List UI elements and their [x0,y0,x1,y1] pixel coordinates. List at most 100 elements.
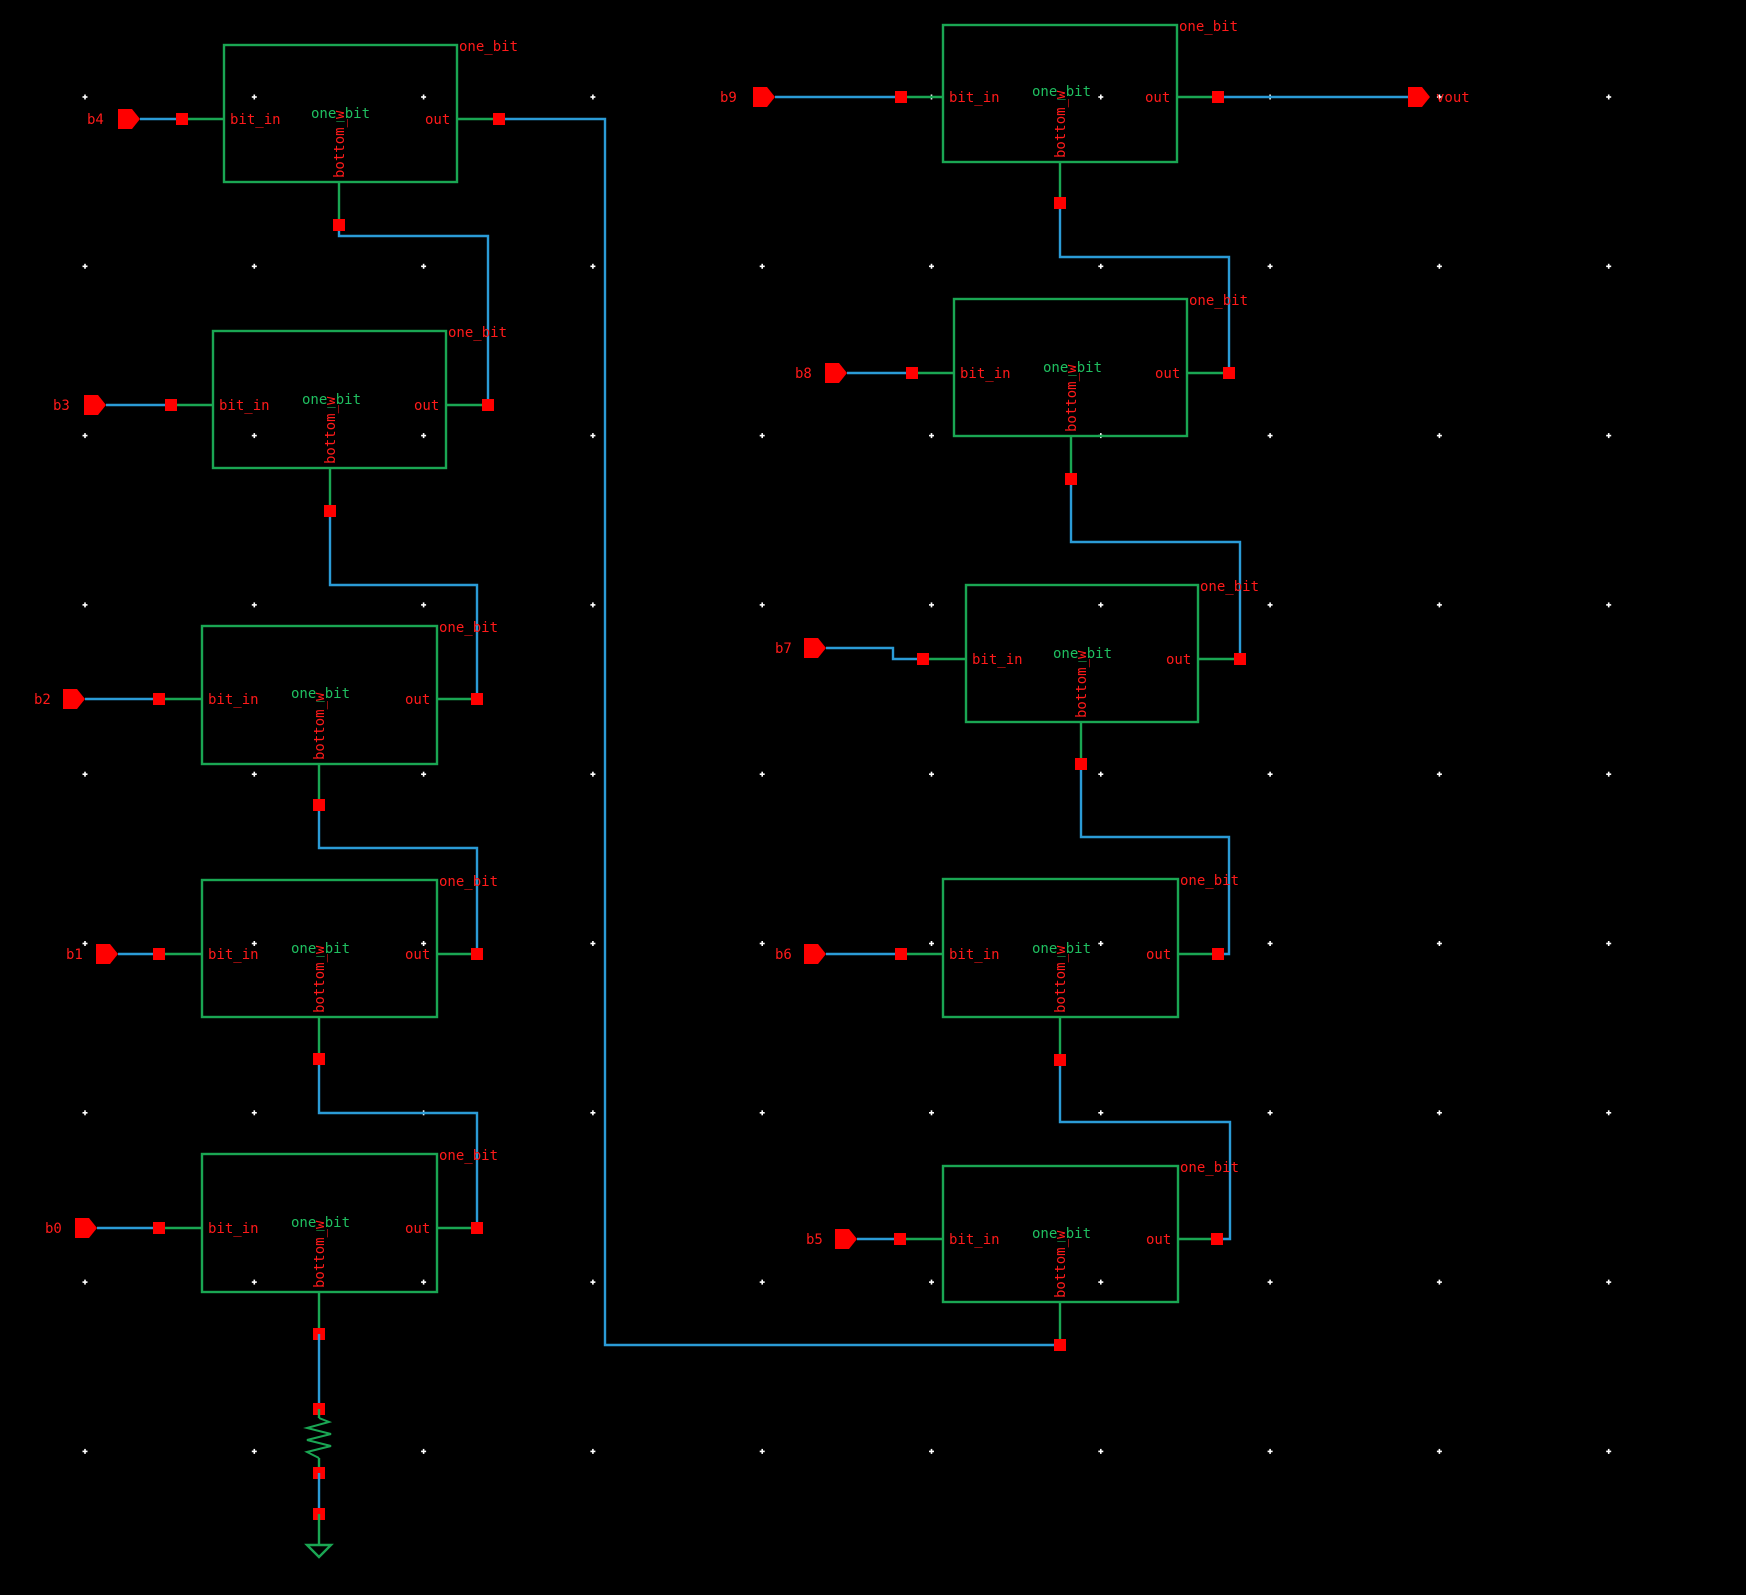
net-node[interactable] [165,399,177,411]
instance-symbol-label: one_bit [302,392,361,408]
net-node[interactable] [471,1222,483,1234]
output-pin-vout[interactable]: vout [1408,87,1470,107]
grid-dot [421,941,427,946]
input-pin-icon[interactable] [96,944,118,964]
grid-dot [1436,94,1442,100]
input-pin-b5[interactable]: b5 [806,1229,857,1249]
grid-dot [1436,602,1442,608]
net-node[interactable] [1212,948,1224,960]
wire[interactable] [499,117,1060,1347]
wire[interactable] [328,511,479,699]
wire[interactable] [1058,203,1231,373]
net-node[interactable] [895,91,907,103]
wire[interactable] [1079,764,1231,956]
input-pin-b6[interactable]: b6 [775,944,826,964]
instance-cell-label: one_bit [1179,19,1238,35]
instance-body[interactable] [222,43,459,184]
input-pin-icon[interactable] [753,87,775,107]
input-pin-icon[interactable] [835,1229,857,1249]
grid-dot [1098,941,1104,946]
net-node[interactable] [895,948,907,960]
input-pin-label: b0 [45,1221,62,1237]
input-pin-icon[interactable] [118,109,140,129]
net-node[interactable] [176,113,188,125]
pin-label-bit-in: bit_in [208,692,259,708]
wire[interactable] [826,646,923,661]
net-node[interactable] [1223,367,1235,379]
net-node[interactable] [1065,473,1077,485]
wire[interactable] [317,1059,479,1228]
net-node[interactable] [493,113,505,125]
input-pin-icon[interactable] [75,1218,97,1238]
pin-label-bottom: bottom_w [1053,1230,1069,1298]
net-node[interactable] [917,653,929,665]
grid-dot [421,1279,427,1285]
input-pin-icon[interactable] [804,944,826,964]
net-node[interactable] [153,693,165,705]
grid-dot [929,1448,934,1454]
grid-dot [929,771,934,777]
net-node[interactable] [313,799,325,811]
input-pin-b7[interactable]: b7 [775,638,826,658]
net-node[interactable] [324,505,336,517]
net-node[interactable] [906,367,918,379]
input-pin-b4[interactable]: b4 [87,109,140,129]
input-pin-b2[interactable]: b2 [34,689,85,709]
net-node[interactable] [333,219,345,231]
instance-symbol-label: one_bit [291,941,350,957]
instance-cell-label: one_bit [459,39,518,55]
net-node[interactable] [1212,91,1224,103]
pin-label-out: out [1146,1232,1171,1248]
net-node[interactable] [1075,758,1087,770]
net-node[interactable] [1054,197,1066,209]
input-pin-b1[interactable]: b1 [66,944,118,964]
net-node[interactable] [1054,1339,1066,1351]
net-node[interactable] [313,1053,325,1065]
input-pin-b0[interactable]: b0 [45,1218,97,1238]
grid-dot [82,602,88,608]
grid-dot [1606,602,1612,608]
input-pin-icon[interactable] [84,395,106,415]
grid-dot [759,1110,765,1116]
net-node[interactable] [153,1222,165,1234]
wire[interactable] [1058,1060,1232,1241]
input-pin-b9[interactable]: b9 [720,87,775,107]
net-node[interactable] [1211,1233,1223,1245]
net-node[interactable] [1054,1054,1066,1066]
input-pin-icon[interactable] [825,363,847,383]
input-pin-b3[interactable]: b3 [53,395,106,415]
net-node[interactable] [471,948,483,960]
grid-dot [421,771,427,777]
grid-dot [251,263,257,269]
grid-dot [1267,263,1273,269]
wire[interactable] [317,805,479,954]
grid-dot [929,1279,934,1285]
net-node[interactable] [1234,653,1246,665]
net-node[interactable] [471,693,483,705]
net-node[interactable] [894,1233,906,1245]
grid-dot [1436,1448,1442,1454]
grid-dot [82,1279,88,1285]
input-pin-label: b9 [720,90,737,106]
grid-dot [1436,1279,1442,1285]
input-pin-icon[interactable] [804,638,826,658]
io-pins: b4 b3 b2 b1 b0 b9 b8 b7 b6 b5 vout [34,87,1470,1249]
input-pin-b8[interactable]: b8 [795,363,847,383]
wire[interactable] [1069,479,1242,659]
input-pin-icon[interactable] [63,689,85,709]
output-pin-icon[interactable] [1408,87,1430,107]
net-node[interactable] [153,948,165,960]
net-node[interactable] [482,399,494,411]
grid-dot [1098,1448,1104,1454]
